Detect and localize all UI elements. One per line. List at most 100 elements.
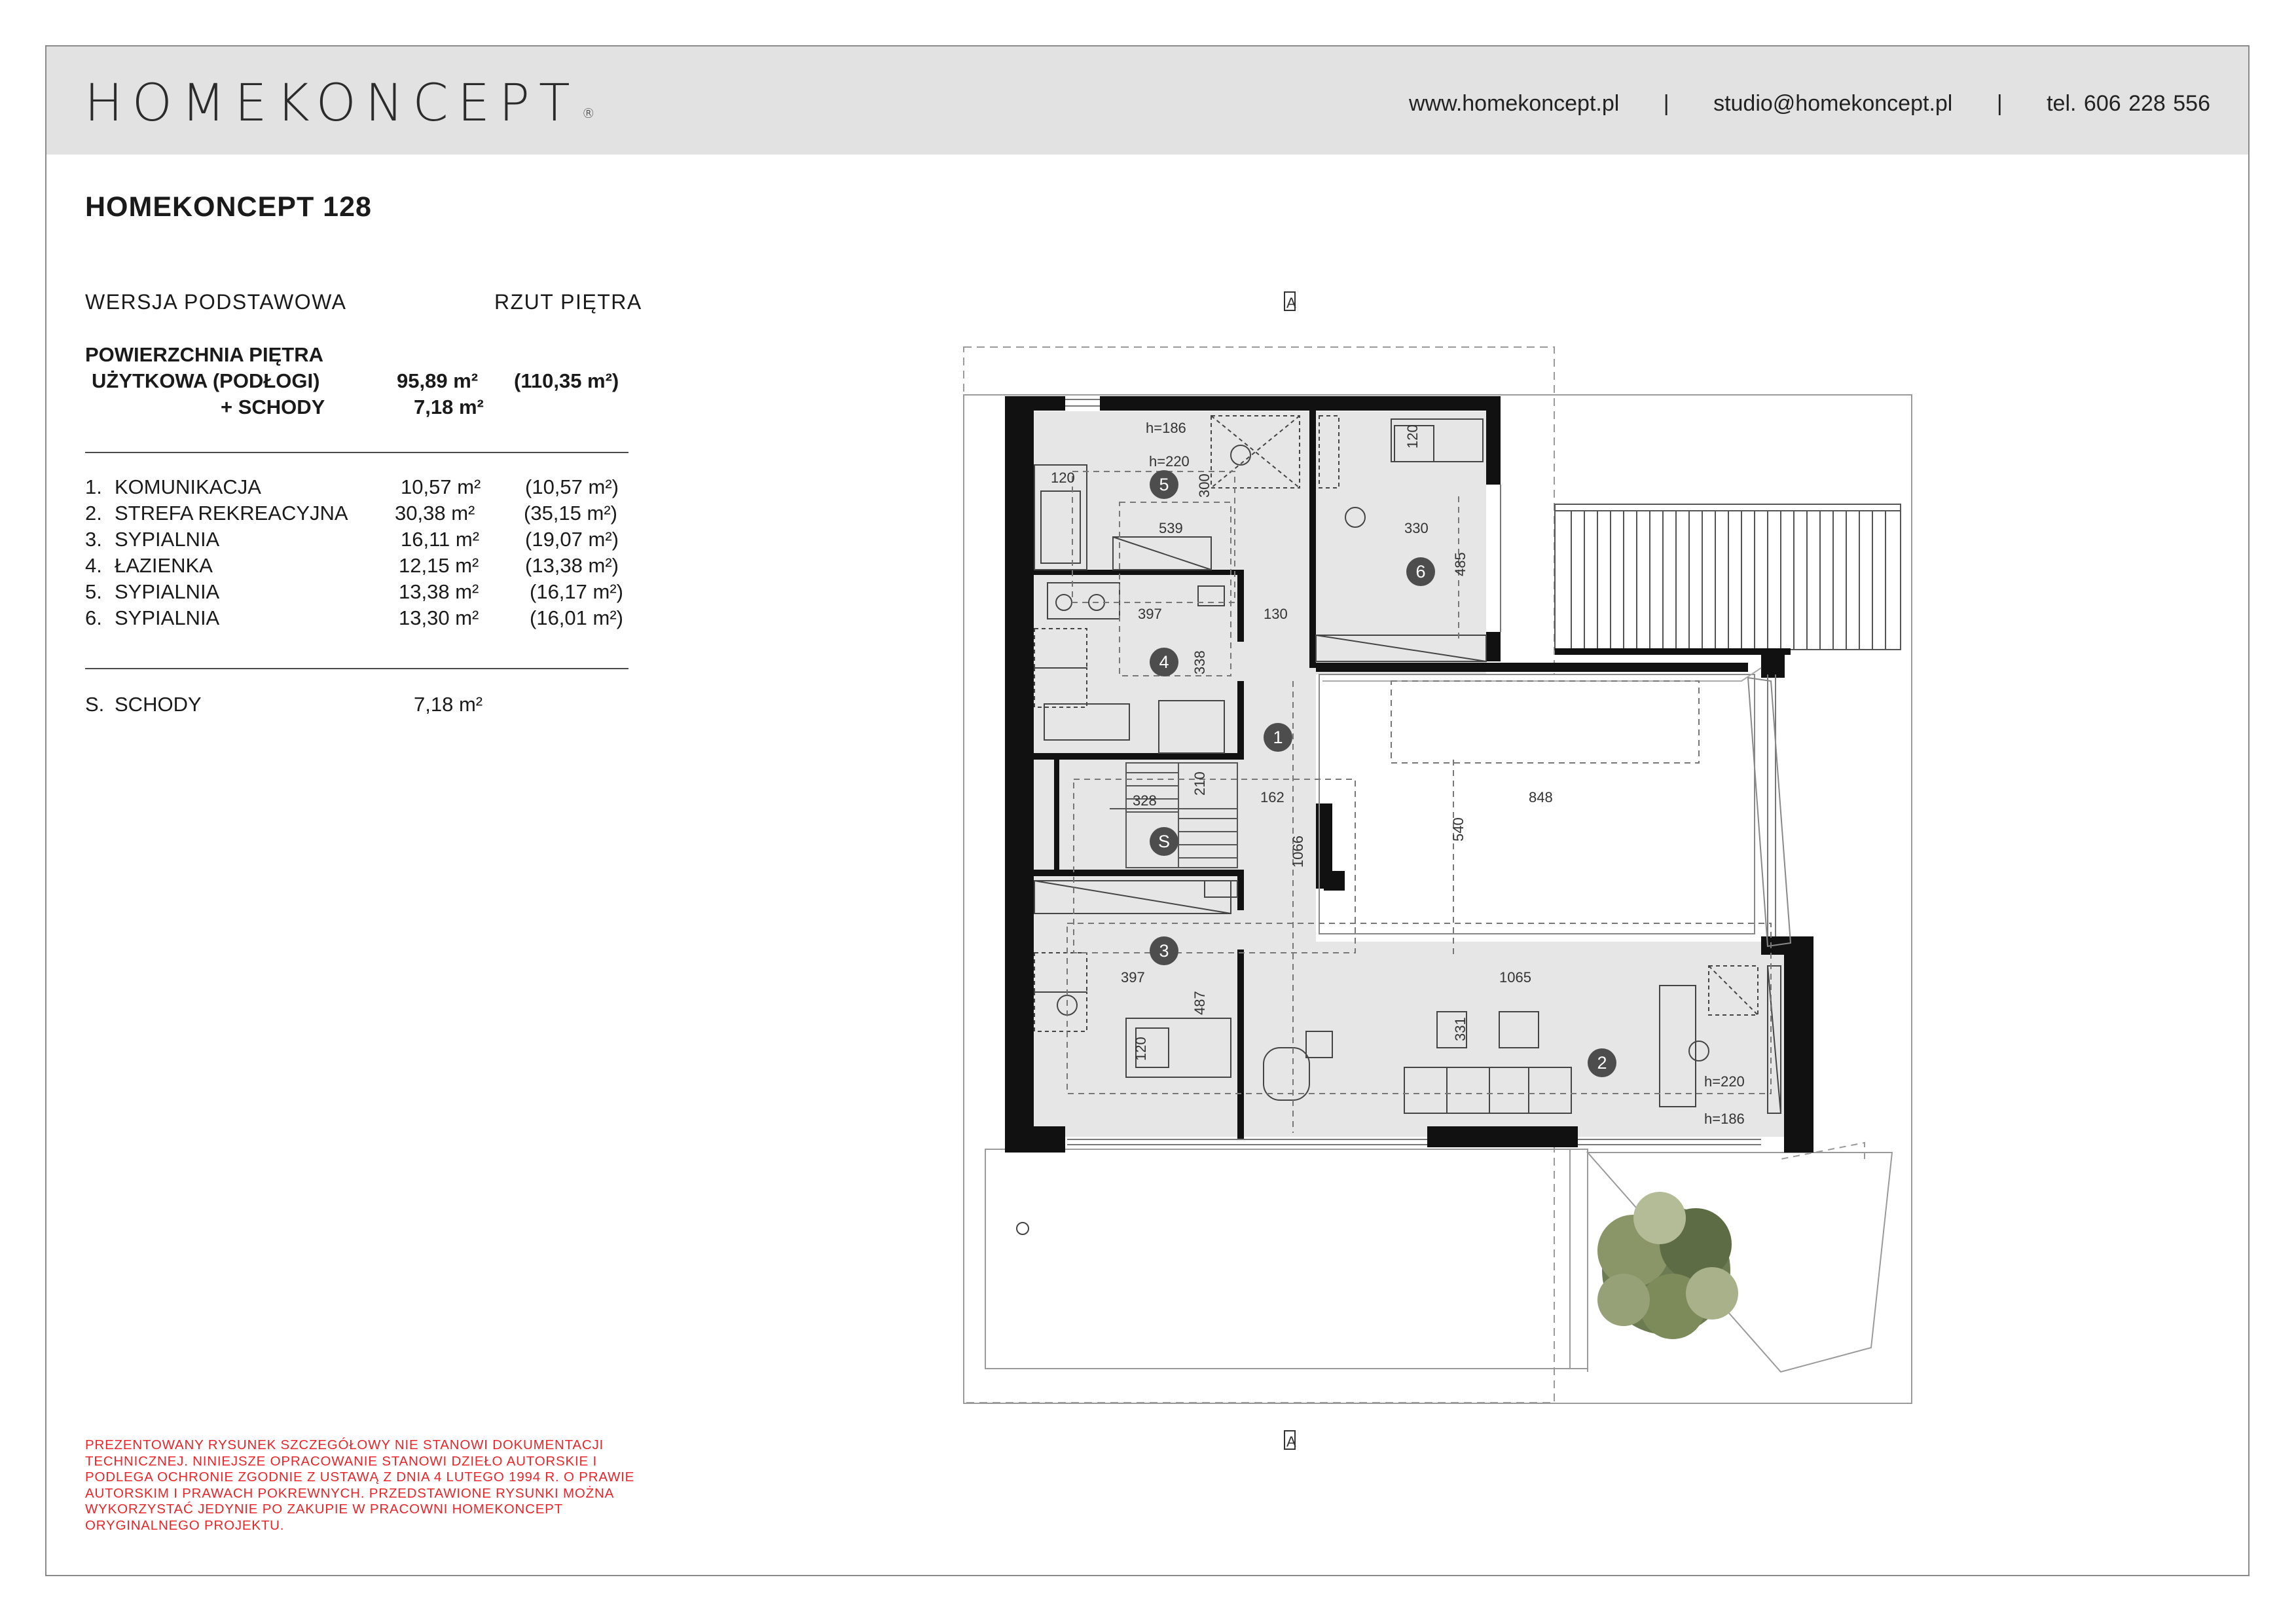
wardrobe — [1315, 635, 1487, 662]
table — [1436, 1011, 1467, 1048]
dim-120: 120 — [1051, 470, 1075, 486]
wall — [1761, 652, 1785, 678]
wall — [1237, 950, 1244, 1139]
room-marker-circle — [1150, 827, 1178, 856]
wall — [1316, 663, 1748, 672]
closet — [1211, 415, 1300, 489]
room-total: (19,07 m²) — [525, 528, 619, 551]
dim-120: 120 — [1404, 424, 1421, 449]
room-total: (13,38 m²) — [525, 554, 619, 577]
wall — [1309, 396, 1316, 665]
stairs-area: 7,18 m² — [414, 693, 483, 716]
dim-485: 485 — [1452, 552, 1468, 576]
room-area: 16,11 m² — [401, 528, 480, 551]
room-marker-circle — [1406, 557, 1435, 586]
dim-338: 338 — [1192, 650, 1208, 674]
floor-area-total: (110,35 m²) — [514, 369, 619, 392]
version-label: WERSJA PODSTAWOWA — [85, 290, 347, 314]
dim-330: 330 — [1404, 520, 1429, 536]
shower — [1158, 700, 1225, 754]
room-num: 5. — [85, 580, 102, 603]
dim-331: 331 — [1452, 1017, 1468, 1041]
room-name: SYPIALNIA — [115, 580, 220, 603]
dimension-lines — [1066, 471, 1772, 1133]
stairs-name: SCHODY — [115, 693, 202, 716]
void-opening — [1316, 674, 1761, 942]
email-link[interactable]: studio@homekoncept.pl — [1713, 91, 1953, 116]
wall — [1486, 396, 1501, 485]
table — [1499, 1011, 1539, 1048]
room-total: (10,57 m²) — [525, 475, 619, 498]
armchair — [1263, 1047, 1310, 1101]
registered-mark: ® — [581, 105, 595, 121]
wall — [1486, 632, 1501, 661]
wardrobe — [1112, 536, 1212, 570]
room-area: 13,38 m² — [399, 580, 479, 603]
room-marker-circle — [1588, 1048, 1616, 1077]
dim-328: 328 — [1133, 792, 1157, 809]
divider — [85, 452, 629, 453]
room-marker-circle — [1150, 470, 1178, 499]
divider — [85, 668, 629, 669]
drain-icon — [1016, 1222, 1029, 1235]
room-area: 10,57 m² — [401, 475, 481, 498]
wall-left — [1005, 396, 1034, 1149]
balcony-outline — [985, 1149, 1588, 1369]
dim-300: 300 — [1196, 473, 1212, 498]
dimension-labels: 539 300 330 485 397 130 338 328 210 162 … — [1051, 420, 1745, 1127]
page-frame — [45, 45, 2250, 1576]
dim-162: 162 — [1260, 789, 1285, 805]
copyright-disclaimer: Prezentowany rysunek szczegółowy nie sta… — [85, 1437, 635, 1533]
wall — [1028, 570, 1244, 575]
room-total: (16,17 m²) — [530, 580, 623, 603]
dim-397: 397 — [1138, 606, 1162, 622]
section-markers: A A — [1284, 291, 1296, 1450]
stairs-num: S. — [85, 693, 105, 716]
bathtub — [1044, 703, 1130, 741]
summary-label-2: UŻYTKOWA (PODŁOGI) — [92, 369, 320, 392]
separator: | — [1996, 91, 2003, 116]
room-total: (35,15 m²) — [524, 502, 617, 525]
room-num: 2. — [85, 502, 102, 525]
floor-fill — [1486, 936, 1797, 1137]
dim-848: 848 — [1529, 789, 1553, 805]
wall-top — [1100, 396, 1501, 411]
dim-397b: 397 — [1121, 969, 1145, 986]
room-name: SYPIALNIA — [115, 528, 220, 551]
room-marker-circle — [1150, 648, 1178, 676]
wall — [1005, 1126, 1065, 1153]
floor-area-value: 95,89 m² — [397, 369, 479, 392]
room-marker-1: 1 — [1273, 728, 1283, 747]
room-marker-2: 2 — [1597, 1053, 1607, 1073]
wall — [1028, 753, 1244, 760]
desk — [1659, 985, 1696, 1107]
room-name: STREFA REKREACYJNA — [115, 502, 348, 525]
room-name: ŁAZIENKA — [115, 554, 213, 577]
roof-dashed — [1780, 1141, 1865, 1160]
room-name: SYPIALNIA — [115, 606, 220, 629]
tree-icon — [1597, 1192, 1738, 1339]
wall — [1054, 760, 1059, 871]
room-marker-6: 6 — [1415, 562, 1425, 581]
stairs-area-value: 7,18 m² — [414, 396, 484, 418]
room-num: 6. — [85, 606, 102, 629]
room-num: 3. — [85, 528, 102, 551]
room-total: (16,01 m²) — [530, 606, 623, 629]
brand-logo[interactable]: HOMEKONCEPT® — [84, 74, 595, 133]
windows — [1065, 399, 1792, 1145]
room-marker-4: 4 — [1159, 652, 1169, 672]
height-186: h=186 — [1146, 420, 1186, 436]
wall — [1237, 570, 1244, 642]
sink — [1197, 585, 1225, 606]
website-link[interactable]: www.homekoncept.pl — [1409, 91, 1620, 116]
wall — [1237, 871, 1244, 910]
room-marker-5: 5 — [1159, 475, 1169, 494]
room-marker-circle — [1264, 723, 1292, 752]
section-mark-top: A — [1286, 295, 1296, 311]
column — [1324, 871, 1345, 891]
phone-number[interactable]: tel. 606 228 556 — [2047, 91, 2210, 116]
external-deck — [1554, 504, 1901, 655]
dim-1065: 1065 — [1499, 969, 1531, 986]
internal-stairs — [1110, 762, 1238, 868]
